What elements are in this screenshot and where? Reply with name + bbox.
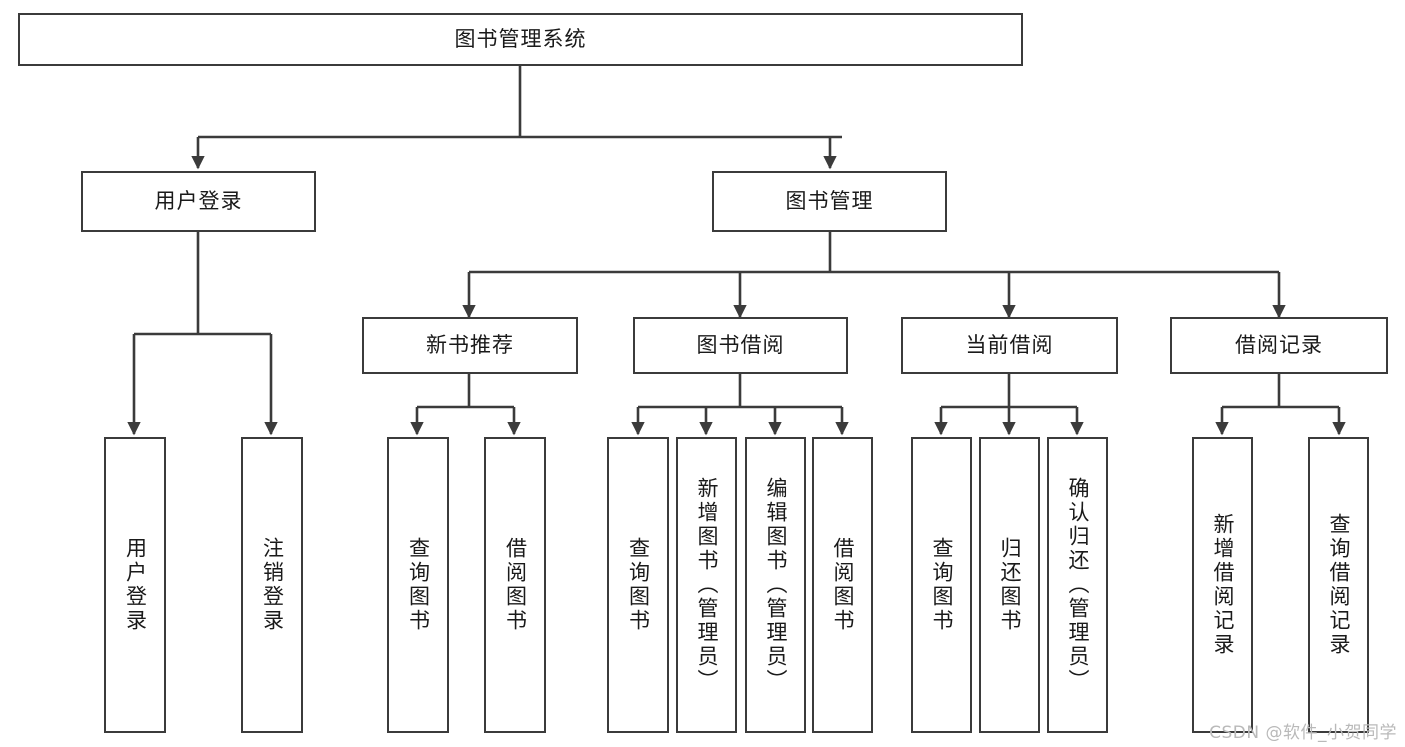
node-root[interactable]: 图书管理系统: [18, 13, 1023, 66]
leaf-user-login-signin[interactable]: 用户登录: [104, 437, 166, 733]
leaf-record-add-label: 新增借阅记录: [1211, 513, 1235, 657]
node-borrow-records-label: 借阅记录: [1235, 332, 1323, 357]
leaf-borrow-query[interactable]: 查询图书: [607, 437, 669, 733]
leaf-new-book-borrow[interactable]: 借阅图书: [484, 437, 546, 733]
leaf-record-add[interactable]: 新增借阅记录: [1192, 437, 1253, 733]
node-book-borrow-label: 图书借阅: [696, 332, 785, 357]
node-user-login-label: 用户登录: [154, 188, 243, 213]
leaf-borrow-edit[interactable]: 编辑图书（管理员）: [745, 437, 806, 733]
leaf-current-confirm-return[interactable]: 确认归还（管理员）: [1047, 437, 1108, 733]
node-new-book-recommend-label: 新书推荐: [426, 332, 514, 357]
leaf-user-login-signin-label: 用户登录: [123, 537, 148, 633]
leaf-current-return[interactable]: 归还图书: [979, 437, 1040, 733]
node-book-borrow[interactable]: 图书借阅: [633, 317, 848, 374]
node-root-label: 图书管理系统: [454, 26, 587, 51]
node-user-login[interactable]: 用户登录: [81, 171, 316, 232]
leaf-current-confirm-return-label: 确认归还（管理员）: [1066, 477, 1090, 693]
leaf-current-query[interactable]: 查询图书: [911, 437, 972, 733]
node-new-book-recommend[interactable]: 新书推荐: [362, 317, 578, 374]
leaf-user-login-signout[interactable]: 注销登录: [241, 437, 303, 733]
leaf-new-book-query-label: 查询图书: [406, 537, 431, 633]
node-book-management-label: 图书管理: [785, 188, 874, 213]
leaf-borrow-borrow-label: 借阅图书: [831, 537, 855, 633]
leaf-user-login-signout-label: 注销登录: [260, 537, 285, 633]
node-current-borrow[interactable]: 当前借阅: [901, 317, 1118, 374]
leaf-borrow-edit-label: 编辑图书（管理员）: [764, 477, 788, 693]
watermark-text: CSDN @软件_小贺同学: [1209, 723, 1397, 743]
leaf-new-book-query[interactable]: 查询图书: [387, 437, 449, 733]
leaf-borrow-borrow[interactable]: 借阅图书: [812, 437, 873, 733]
leaf-record-query-label: 查询借阅记录: [1327, 513, 1351, 657]
node-borrow-records[interactable]: 借阅记录: [1170, 317, 1388, 374]
leaf-current-query-label: 查询图书: [930, 537, 954, 633]
leaf-borrow-add[interactable]: 新增图书（管理员）: [676, 437, 737, 733]
node-book-management[interactable]: 图书管理: [712, 171, 947, 232]
leaf-current-return-label: 归还图书: [998, 537, 1022, 633]
node-current-borrow-label: 当前借阅: [965, 332, 1054, 357]
leaf-new-book-borrow-label: 借阅图书: [503, 537, 528, 633]
leaf-borrow-query-label: 查询图书: [626, 537, 651, 633]
leaf-record-query[interactable]: 查询借阅记录: [1308, 437, 1369, 733]
leaf-borrow-add-label: 新增图书（管理员）: [695, 477, 719, 693]
